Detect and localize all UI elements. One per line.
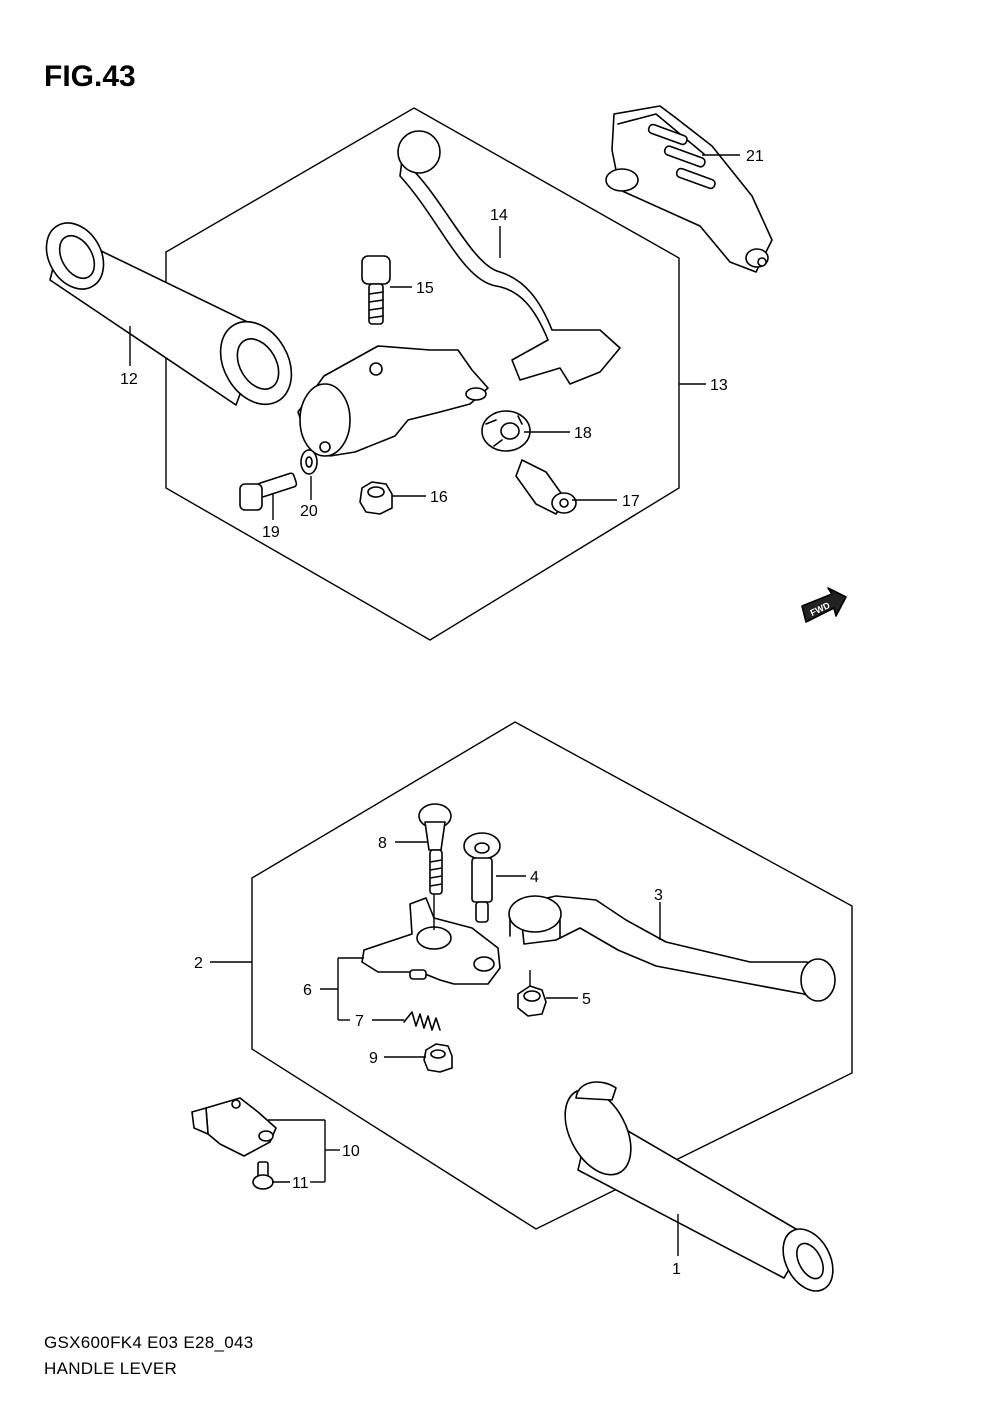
callout-1: 1 xyxy=(672,1261,681,1278)
left-grip-part xyxy=(45,222,293,406)
lever-pivot-bolt-part xyxy=(418,803,452,895)
callout-9: 9 xyxy=(369,1050,378,1067)
callout-15: 15 xyxy=(416,280,434,297)
callout-17: 17 xyxy=(622,493,640,510)
callout-21: 21 xyxy=(746,148,764,165)
callout-8: 8 xyxy=(378,835,387,852)
clutch-bracket-part xyxy=(297,345,489,457)
throttle-grip-part xyxy=(564,1081,834,1292)
figure-title: FIG.43 xyxy=(44,60,136,93)
brake-light-switch-part xyxy=(191,1097,277,1157)
lower-assembly-outline xyxy=(251,721,853,1230)
lever-cover-part xyxy=(605,105,773,273)
callout-labels: 1 2 3 4 5 6 7 8 9 10 11 12 13 14 15 16 1… xyxy=(120,148,764,1278)
callout-5: 5 xyxy=(582,991,591,1008)
callout-14: 14 xyxy=(490,207,508,224)
nut-part xyxy=(359,481,393,515)
section-name-caption: HANDLE LEVER xyxy=(44,1359,178,1378)
callout-2: 2 xyxy=(194,955,203,972)
bracket-bolt-part xyxy=(463,832,501,923)
callout-20: 20 xyxy=(300,503,318,520)
return-spring-part xyxy=(403,1011,441,1031)
callout-18: 18 xyxy=(574,425,592,442)
adjuster-nut-part xyxy=(481,410,531,452)
model-code-caption: GSX600FK4 E03 E28_043 xyxy=(44,1333,254,1352)
lever-nut-part xyxy=(517,985,547,1017)
clutch-lever-part xyxy=(397,130,621,385)
fwd-arrow-icon: FWD xyxy=(801,587,847,623)
callout-4: 4 xyxy=(530,869,539,886)
callout-11: 11 xyxy=(292,1175,309,1192)
upper-assembly-outline xyxy=(165,107,680,641)
pivot-nut-part xyxy=(423,1043,453,1073)
lower-leader-lines xyxy=(210,841,679,1256)
callout-7: 7 xyxy=(355,1013,364,1030)
brake-lever-part xyxy=(508,895,836,1002)
pivot-bolt-part xyxy=(361,255,391,325)
switch-screw-part xyxy=(252,1161,274,1190)
cable-adjuster-part xyxy=(515,459,577,515)
callout-19: 19 xyxy=(262,524,280,541)
callout-10: 10 xyxy=(342,1143,360,1160)
callout-6: 6 xyxy=(303,982,312,999)
callout-13: 13 xyxy=(710,377,728,394)
washer-part xyxy=(300,449,318,475)
mounting-bolt-part xyxy=(239,472,298,511)
callout-16: 16 xyxy=(430,489,448,506)
callout-12: 12 xyxy=(120,371,138,388)
callout-3: 3 xyxy=(654,887,663,904)
switch-actuator-part xyxy=(361,897,501,985)
upper-leader-lines xyxy=(129,154,740,520)
